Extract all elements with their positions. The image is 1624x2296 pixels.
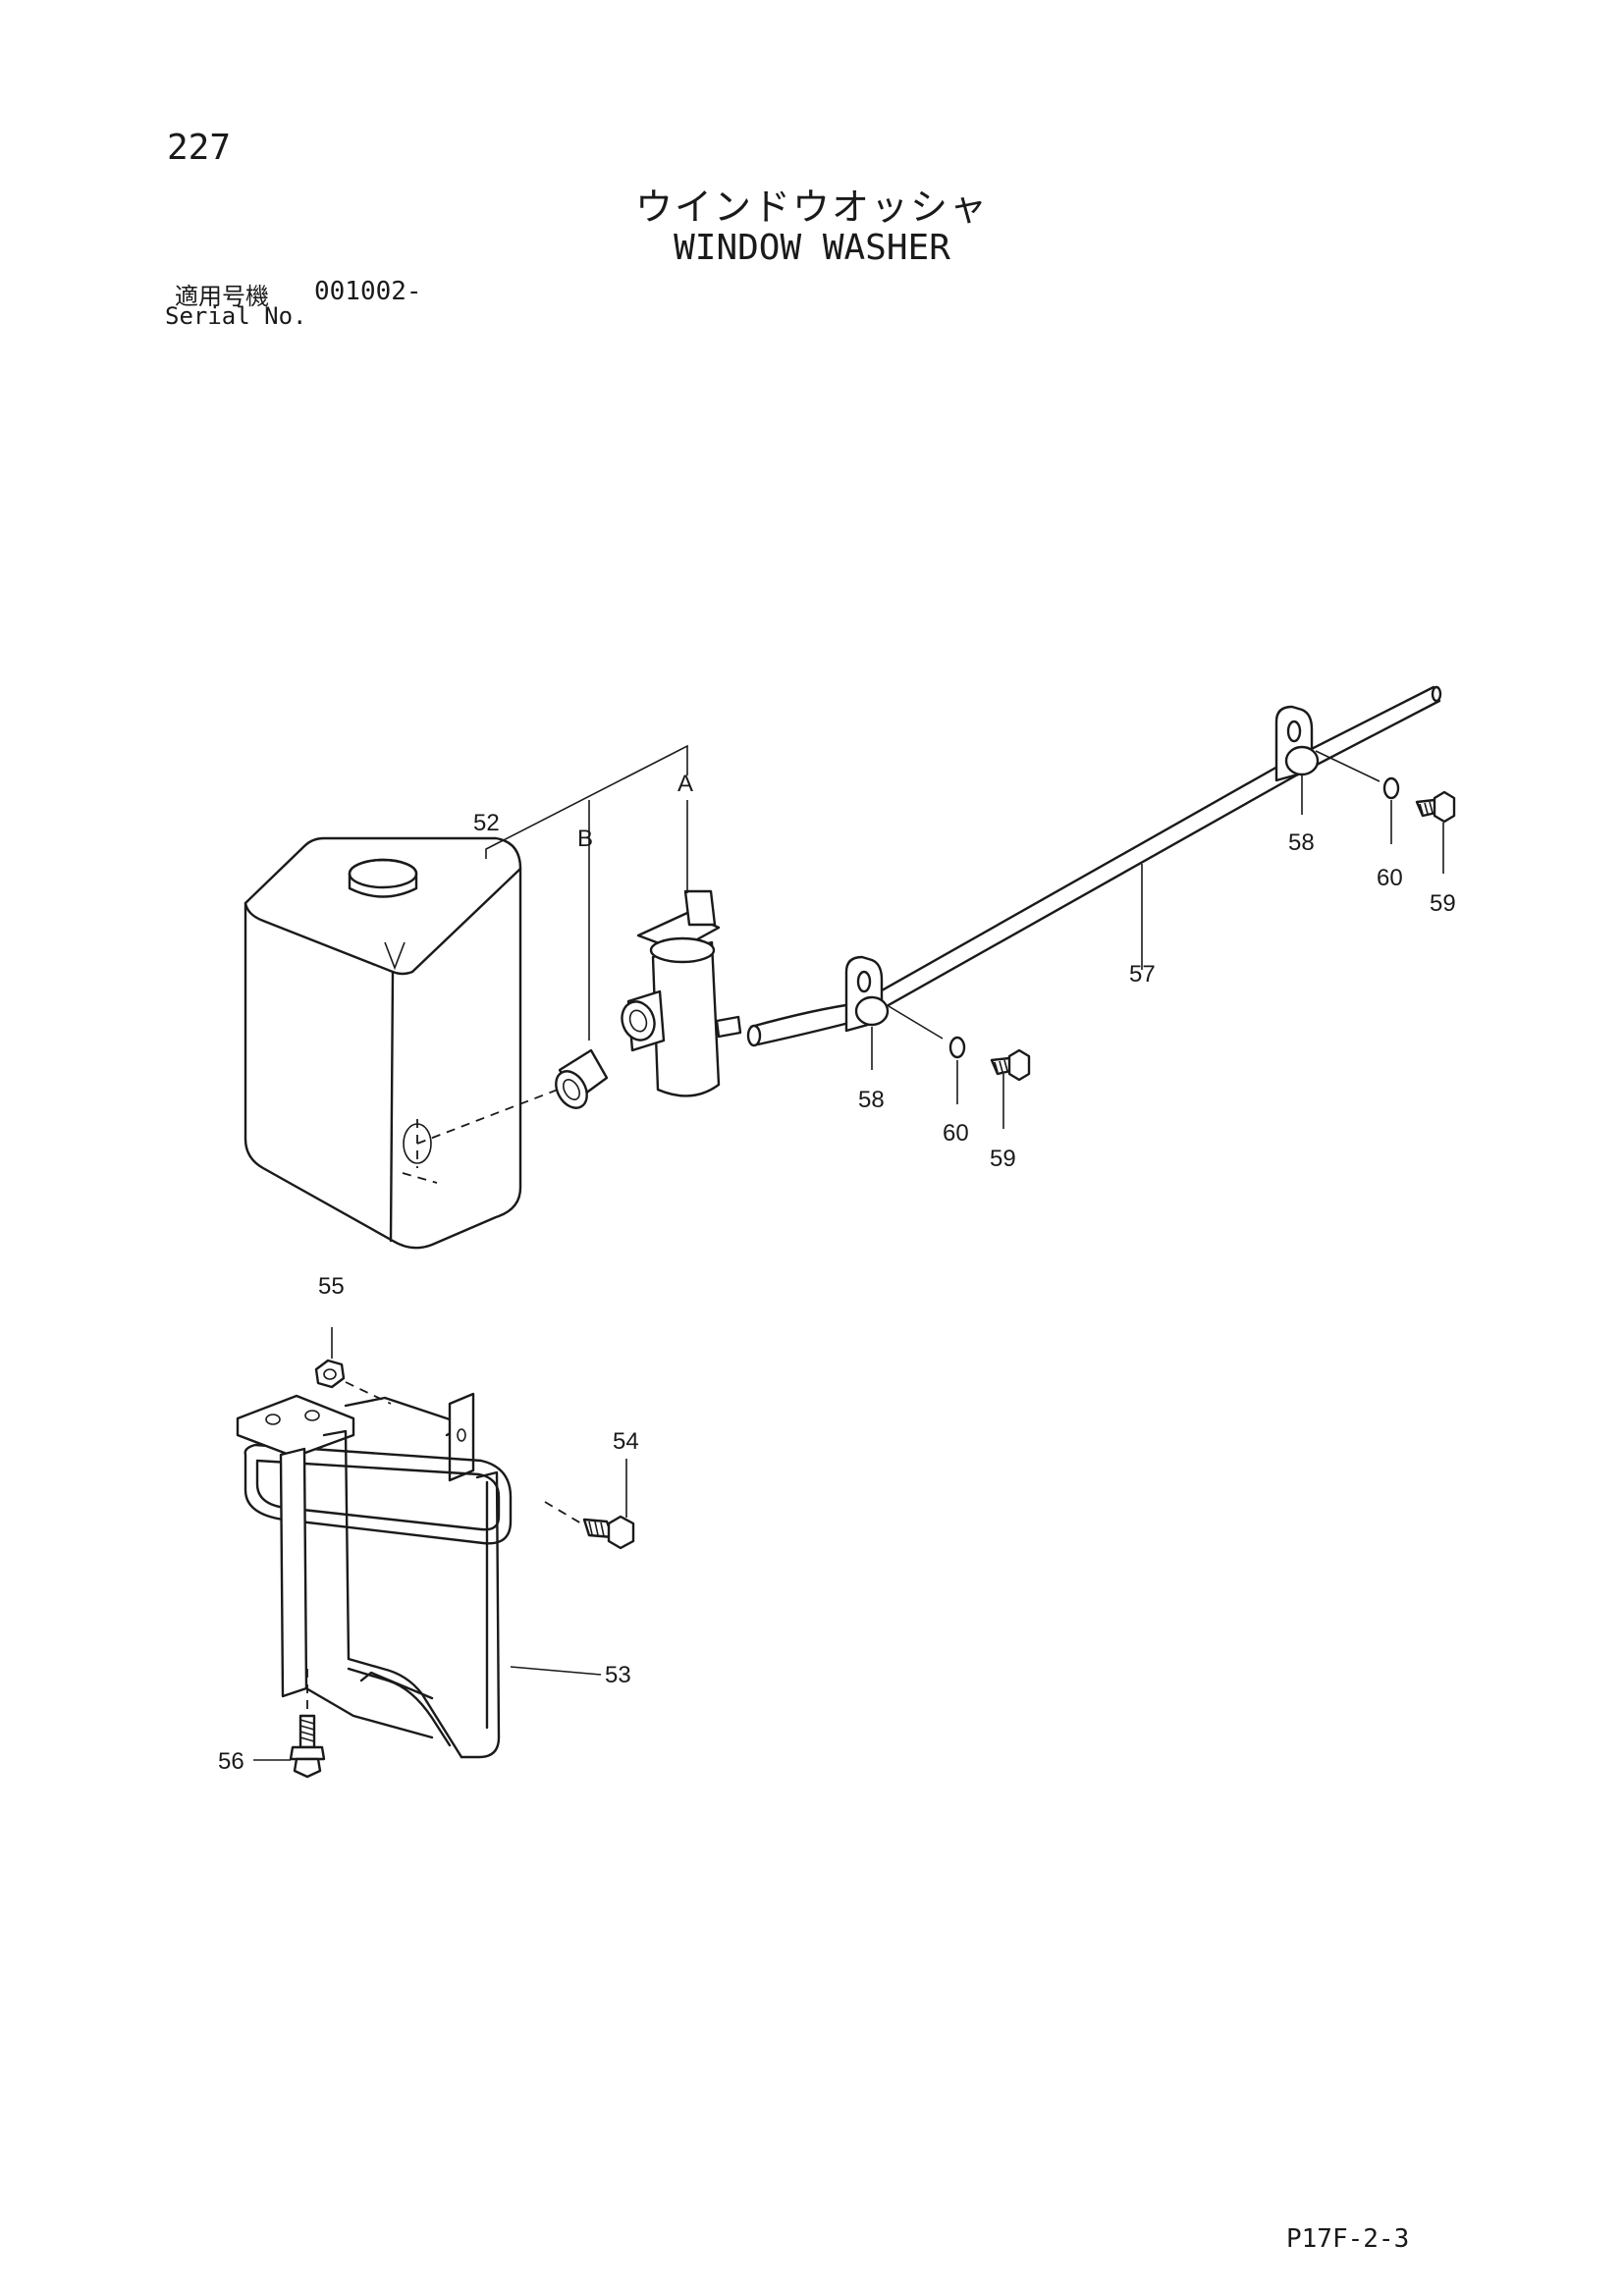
- page-title-japanese: ウインドウオッシャ: [634, 186, 989, 229]
- page-code: P17F-2-3: [1286, 2224, 1410, 2254]
- callout-57: 57: [1129, 961, 1156, 988]
- callout-55: 55: [318, 1273, 345, 1300]
- callout-a: A: [677, 771, 693, 797]
- flange-screw: [289, 1714, 326, 1779]
- callout-58-upper: 58: [1288, 829, 1315, 856]
- lock-washer-lower: [948, 1036, 966, 1059]
- tank-holder-bracket: [236, 1392, 513, 1759]
- bolt-lower: [990, 1048, 1031, 1082]
- hose-clamp-lower: [844, 955, 890, 1033]
- callout-59-upper: 59: [1430, 890, 1456, 917]
- callout-b: B: [577, 826, 593, 852]
- callout-53: 53: [605, 1662, 631, 1688]
- callout-60-lower: 60: [943, 1120, 969, 1147]
- callout-59-lower: 59: [990, 1146, 1016, 1172]
- bracket-bolt: [582, 1515, 635, 1550]
- callout-54: 54: [613, 1428, 639, 1455]
- washer-pump: [621, 889, 742, 1097]
- callout-60-upper: 60: [1377, 865, 1403, 891]
- callout-58-lower: 58: [858, 1087, 885, 1113]
- serial-number-value: 001002-: [314, 277, 422, 306]
- serial-label-japanese: 適用号機: [175, 283, 269, 310]
- serial-label: Serial No.: [165, 302, 307, 330]
- callout-52: 52: [473, 810, 500, 836]
- callout-56: 56: [218, 1748, 244, 1775]
- page-title: WINDOW WASHER: [674, 228, 950, 268]
- bolt-upper: [1415, 790, 1456, 824]
- washer-tank: [244, 836, 522, 1250]
- hose-clamp-upper: [1274, 705, 1320, 782]
- page-number: 227: [167, 128, 232, 168]
- nut: [314, 1359, 346, 1389]
- tank-grommet: [555, 1048, 609, 1109]
- lock-washer-upper: [1382, 776, 1400, 800]
